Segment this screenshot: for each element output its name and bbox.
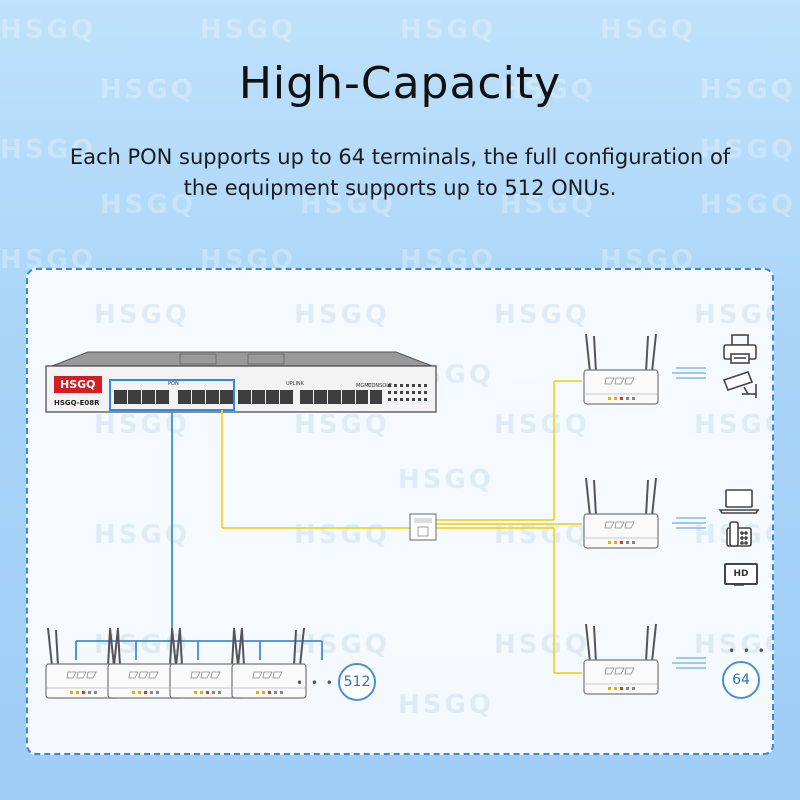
splitter-device [409,513,437,541]
onu-router [583,477,659,549]
uplink-port-label: UPLINK [286,381,304,387]
onu-router [583,333,659,405]
mgmt-port-label: MGMT [356,383,372,389]
onu-router [231,627,307,699]
fiber-blue [75,410,323,660]
terminals-per-pon-badge: 64 [722,661,760,699]
console-port-label: CONSOLE [368,383,393,389]
subtitle-line: Each PON supports up to 64 terminals, th… [69,145,731,169]
more-onus-ellipsis: • • • [296,676,335,690]
hd-label: HD [733,569,749,579]
olt-model-label: HSGQ-E08R [54,399,100,407]
subtitle-line: the equipment supports up to 512 ONUs. [183,176,617,200]
olt-brand-logo: HSGQ [54,376,102,393]
pon-port-label: PON [168,381,179,387]
onu-router [583,623,659,695]
laptop-icon [718,489,760,514]
signal-lines [672,367,706,669]
camera-icon [722,371,757,398]
more-terminals-ellipsis: • • • [728,644,767,658]
page-subtitle: Each PON supports up to 64 terminals, th… [0,142,800,204]
page-title: High-Capacity [238,58,562,109]
onu-total-badge: 512 [338,663,376,701]
tv-hd-icon: HD [724,563,758,585]
fiber-yellow [221,380,582,674]
olt-device [45,351,437,413]
phone-icon [726,521,752,547]
printer-icon [723,334,757,364]
